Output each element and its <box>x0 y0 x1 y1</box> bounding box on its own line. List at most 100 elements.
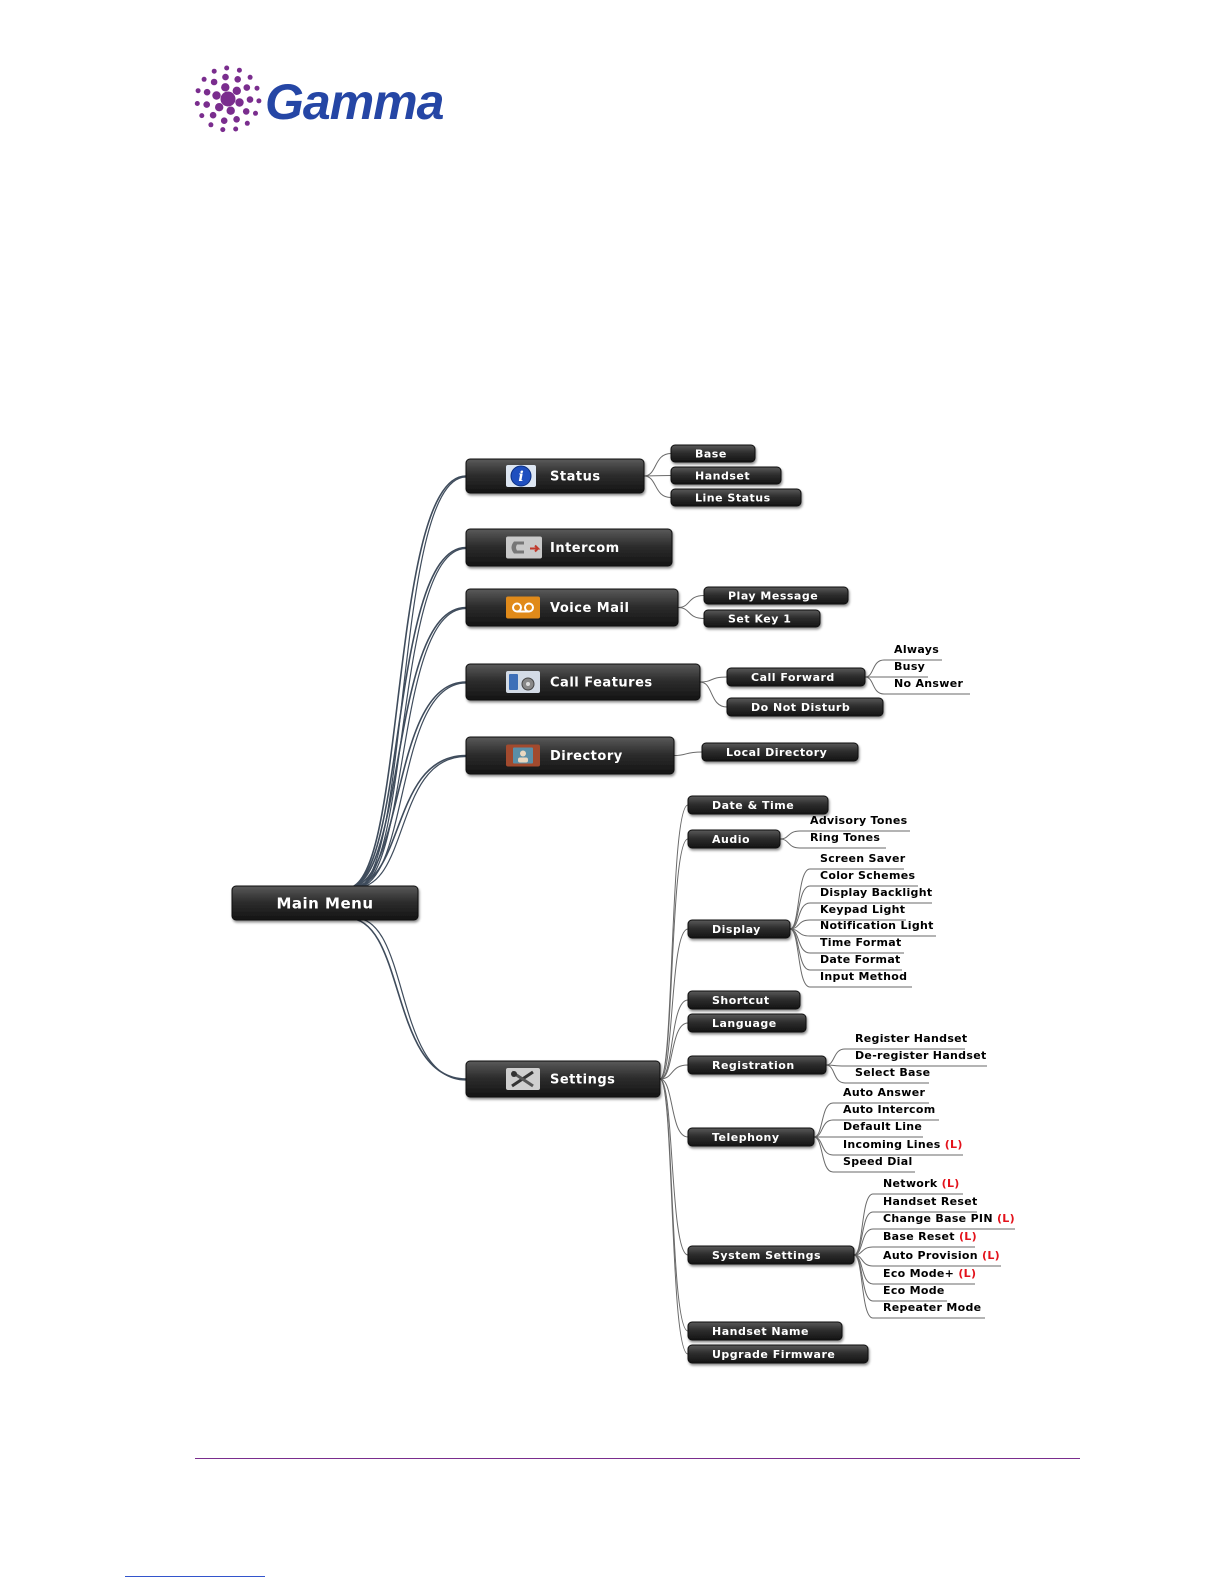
logo-dot <box>221 83 230 92</box>
logo-dot <box>212 91 221 100</box>
leaf-ring-tones[interactable]: Ring Tones <box>810 831 880 844</box>
leaf-time-format[interactable]: Time Format <box>820 936 902 949</box>
logo-dot <box>243 84 251 91</box>
leaf-repeater-mode[interactable]: Repeater Mode <box>883 1301 981 1314</box>
leaf-eco-mode[interactable]: Eco Mode <box>883 1284 945 1297</box>
submenu-language-label: Language <box>712 1017 777 1030</box>
logo-dot <box>195 88 201 94</box>
logo-dot <box>220 117 228 124</box>
submenu-audio[interactable] <box>687 829 781 849</box>
voicemail-icon <box>506 596 540 619</box>
leaf-mark: (L) <box>993 1212 1015 1225</box>
leaf-display-backlight[interactable]: Display Backlight <box>820 886 932 899</box>
leaf-network[interactable]: Network (L) <box>883 1177 960 1190</box>
submenu-telephony[interactable] <box>687 1127 815 1147</box>
connector-line <box>699 681 728 708</box>
submenu-audio-background <box>687 829 781 849</box>
submenu-shortcut[interactable] <box>687 990 801 1010</box>
connector-line <box>779 838 801 849</box>
leaf-default-line[interactable]: Default Line <box>843 1120 922 1133</box>
submenu-call-forward-background <box>726 667 866 687</box>
connector-line <box>864 659 885 678</box>
submenu-language-background <box>687 1013 807 1033</box>
logo-dot <box>235 98 244 107</box>
submenu-line-status[interactable] <box>670 488 802 507</box>
submenu-registration[interactable] <box>687 1055 827 1075</box>
leaf-speed-dial[interactable]: Speed Dial <box>843 1155 913 1168</box>
leaf-register-handset[interactable]: Register Handset <box>855 1032 968 1045</box>
submenu-handset-name[interactable] <box>687 1321 843 1341</box>
shuffle-icon: ⇄ <box>1037 1477 1049 1491</box>
connector-line <box>347 475 467 889</box>
leaf-advisory-tones[interactable]: Advisory Tones <box>810 814 908 827</box>
submenu-play-message-label: Play Message <box>728 590 818 603</box>
leaf-auto-provision[interactable]: Auto Provision (L) <box>883 1249 1000 1262</box>
logo-dot <box>209 111 217 119</box>
submenu-display-background <box>687 919 791 939</box>
leaf-select-base[interactable]: Select Base <box>855 1066 930 1079</box>
leaf-no-answer[interactable]: No Answer <box>894 677 964 690</box>
submenu-local-directory[interactable] <box>701 742 859 762</box>
connector-line <box>347 546 467 889</box>
submenu-telephony-background <box>687 1127 815 1147</box>
leaf-mark: (L) <box>955 1230 977 1243</box>
leaf-base-reset[interactable]: Base Reset (L) <box>883 1230 977 1243</box>
leaf-busy[interactable]: Busy <box>894 660 925 673</box>
submenu-date-time[interactable] <box>687 795 829 815</box>
mobile-icon: ▯ <box>1064 1477 1072 1491</box>
connector-line <box>864 676 885 695</box>
submenu-display[interactable] <box>687 919 791 939</box>
logo-dot <box>210 78 218 86</box>
connector-line <box>659 1078 689 1256</box>
logo-dot <box>232 86 241 95</box>
menu-item-directory-label: Directory <box>550 749 623 764</box>
leaf-notification-light[interactable]: Notification Light <box>820 919 934 932</box>
logo-dot <box>226 106 235 115</box>
leaf-mark: (L) <box>978 1249 1000 1262</box>
submenu-set-key-1-background <box>703 609 821 628</box>
connector-line <box>677 607 705 619</box>
leaf-always[interactable]: Always <box>894 643 939 656</box>
connector-line <box>659 999 689 1080</box>
connector-line <box>853 1228 874 1256</box>
submenu-upgrade-firmware-label: Upgrade Firmware <box>712 1348 835 1361</box>
connector-line <box>659 838 689 1080</box>
connector-line <box>354 476 467 889</box>
submenu-handset-background <box>670 466 782 485</box>
submenu-play-message[interactable] <box>703 586 849 605</box>
submenu-do-not-disturb[interactable] <box>726 697 884 717</box>
main-menu-node[interactable] <box>231 885 419 921</box>
submenu-set-key-1[interactable] <box>703 609 821 628</box>
submenu-date-time-label: Date & Time <box>712 799 794 812</box>
leaf-incoming-lines[interactable]: Incoming Lines (L) <box>843 1138 963 1151</box>
leaf-change-base-pin[interactable]: Change Base PIN (L) <box>883 1212 1015 1225</box>
logo-dot <box>203 88 211 96</box>
submenu-handset[interactable] <box>670 466 782 485</box>
connector-line <box>643 475 672 498</box>
leaf-screen-saver[interactable]: Screen Saver <box>820 852 906 865</box>
leaf-handset-reset[interactable]: Handset Reset <box>883 1195 978 1208</box>
leaf-keypad-light[interactable]: Keypad Light <box>820 903 905 916</box>
leaf-auto-answer[interactable]: Auto Answer <box>843 1086 926 1099</box>
submenu-base[interactable] <box>670 444 756 463</box>
logo-dot <box>222 73 229 81</box>
connector-line <box>354 755 467 889</box>
connector-line <box>659 928 689 1080</box>
leaf-color-schemes[interactable]: Color Schemes <box>820 869 915 882</box>
leaf-auto-intercom[interactable]: Auto Intercom <box>843 1103 936 1116</box>
submenu-call-forward[interactable] <box>726 667 866 687</box>
submenu-language[interactable] <box>687 1013 807 1033</box>
connector-line <box>813 1136 834 1173</box>
submenu-upgrade-firmware[interactable] <box>687 1344 869 1364</box>
leaf-date-format[interactable]: Date Format <box>820 953 901 966</box>
logo-dot <box>242 108 250 115</box>
submenu-system-settings[interactable] <box>687 1245 855 1265</box>
call-features-icon <box>506 671 540 693</box>
connector-line <box>789 928 811 954</box>
logo-dot <box>256 98 262 104</box>
leaf-eco-mode[interactable]: Eco Mode+ (L) <box>883 1267 976 1280</box>
leaf-input-method[interactable]: Input Method <box>820 970 907 983</box>
connector-line <box>699 676 728 683</box>
logo-dot <box>208 122 214 128</box>
leaf-de-register-handset[interactable]: De-register Handset <box>855 1049 987 1062</box>
